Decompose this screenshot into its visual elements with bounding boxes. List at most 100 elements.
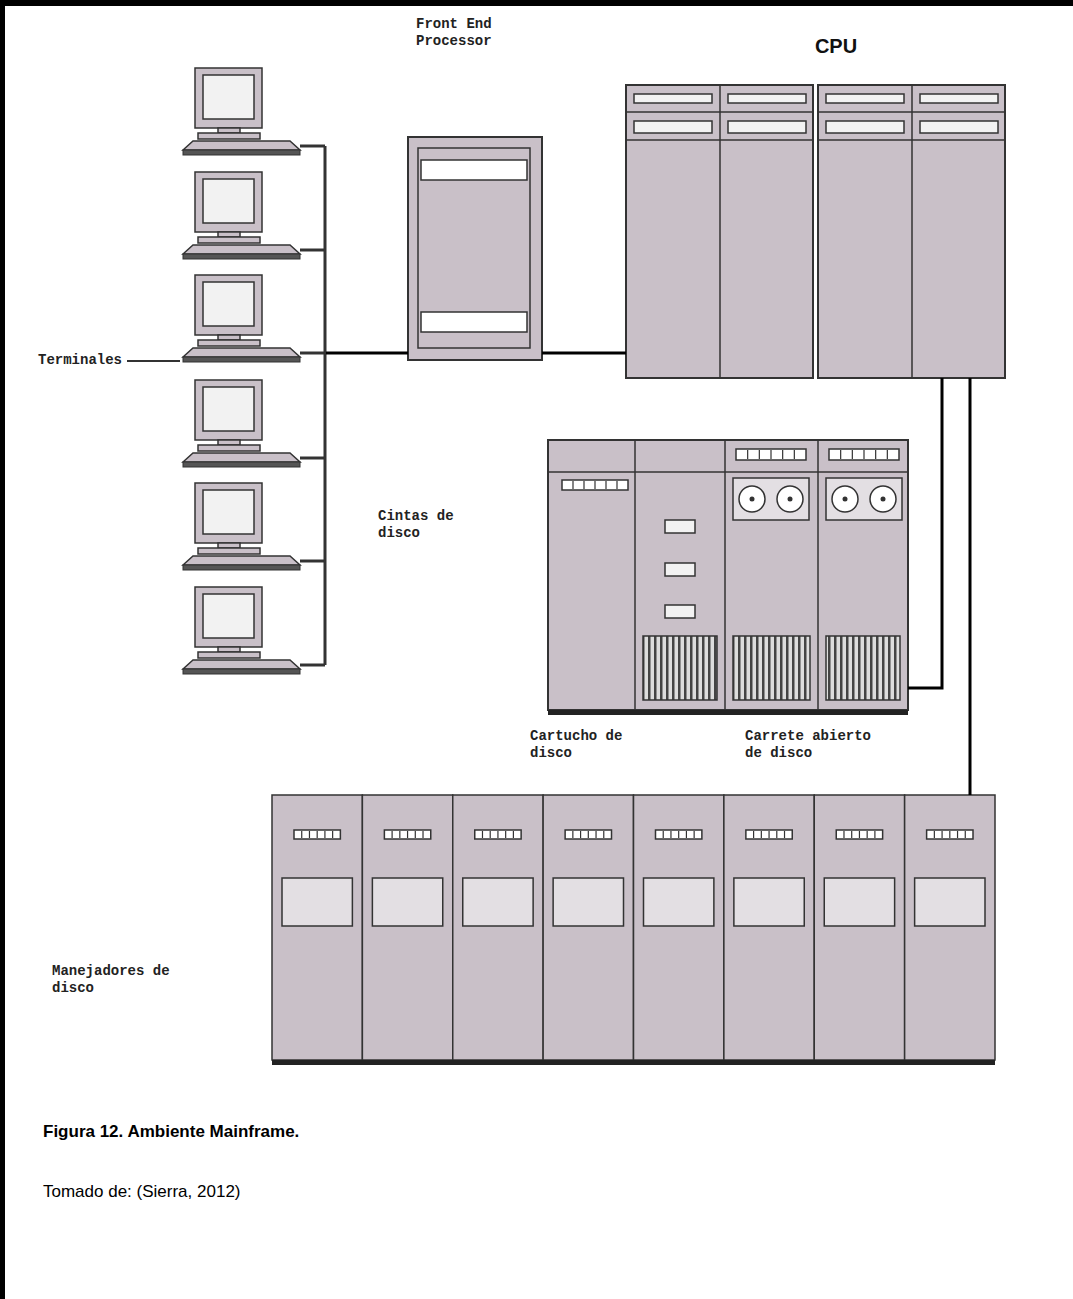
bus-stub [300, 664, 325, 667]
cpu-cabinet [818, 85, 1005, 378]
fep-slot [421, 160, 527, 180]
indicator-tick [770, 450, 771, 459]
indicator-tick [309, 831, 310, 838]
label-holder: Manejadores de disco [52, 963, 187, 997]
cable-line [908, 378, 942, 688]
indicator-tick [843, 831, 844, 838]
indicator-tick [392, 831, 393, 838]
cpu-strip [728, 94, 806, 103]
cpu-band [626, 111, 813, 113]
indicator-light [829, 449, 899, 460]
terminal-monitor [195, 275, 262, 335]
tape-divider [634, 440, 636, 710]
reel-panel [733, 478, 809, 520]
disk-panel [915, 878, 985, 926]
indicator-tick [678, 831, 679, 838]
tape-reel [870, 486, 896, 512]
terminal-monitor [195, 68, 262, 128]
terminal-base [198, 652, 260, 658]
cable-line [326, 352, 408, 355]
terminal-monitor [195, 587, 262, 647]
indicator-tick [874, 831, 875, 838]
indicator-tick [851, 831, 852, 838]
reel-panel [826, 478, 902, 520]
terminal-keyboard [183, 245, 300, 254]
indicator-tick [415, 831, 416, 838]
indicator-tick [595, 831, 596, 838]
unit-label: CPU [786, 34, 886, 58]
hardware-unit: Cintas de discoCartucho de discoCarrete … [370, 438, 908, 778]
indicator-tick [753, 831, 754, 838]
reel-hub [788, 497, 793, 502]
indicator-light [384, 830, 430, 839]
indicator-light [836, 830, 882, 839]
disk-drive [814, 795, 904, 1060]
indicator-tick [605, 481, 606, 489]
unit-label: Carrete abierto de disco [745, 728, 895, 762]
indicator-tick [583, 481, 584, 489]
cpu-strip [920, 94, 998, 103]
unit-label: Front End Processor [416, 16, 534, 50]
tape-band [548, 471, 908, 473]
disk-panel [372, 878, 442, 926]
terminal-bus [324, 146, 327, 665]
terminal-monitor [195, 380, 262, 440]
cpu-band [818, 139, 1005, 141]
unit-label: Cintas de disco [378, 508, 478, 542]
terminal-monitor [195, 483, 262, 543]
unit-label: Terminales [38, 352, 138, 369]
disk-panel [463, 878, 533, 926]
terminal-screen [203, 282, 254, 326]
indicator-tick [957, 831, 958, 838]
indicator-tick [875, 450, 876, 459]
terminal-screen [203, 75, 254, 119]
terminal-base [198, 548, 260, 554]
figure-caption: Figura 12. Ambiente Mainframe. [43, 1122, 299, 1142]
label-holder: CPU [786, 34, 886, 58]
indicator-light [656, 830, 702, 839]
tape-reel [739, 486, 765, 512]
cpu-band [818, 111, 1005, 113]
terminal-screen [203, 490, 254, 534]
label-holder: Terminales [38, 352, 138, 369]
indicator-tick [859, 831, 860, 838]
indicator-tick [863, 450, 864, 459]
disk-base [272, 1060, 995, 1065]
terminal-keyboard-front [183, 462, 300, 467]
indicator-tick [482, 831, 483, 838]
indicator-tick [580, 831, 581, 838]
indicator-tick [794, 450, 795, 459]
disk-panel [734, 878, 804, 926]
terminal-keyboard-front [183, 254, 300, 259]
indicator-tick [686, 831, 687, 838]
source-note: Tomado de: (Sierra, 2012) [43, 1182, 241, 1202]
cpu-strip [826, 121, 904, 133]
cpu-strip [634, 121, 712, 133]
terminal-keyboard-front [183, 150, 300, 155]
indicator-light [294, 830, 340, 839]
indicator-tick [934, 831, 935, 838]
indicator-tick [588, 831, 589, 838]
hardware-unit: Front End Processor [408, 10, 542, 360]
terminal-screen [203, 387, 254, 431]
indicator-tick [759, 450, 760, 459]
reel-hub [750, 497, 755, 502]
bus-stub [300, 352, 325, 355]
terminal-keyboard [183, 453, 300, 462]
indicator-tick [852, 450, 853, 459]
indicator-tick [965, 831, 966, 838]
disk-panel [824, 878, 894, 926]
disk-drive [905, 795, 995, 1060]
indicator-tick [332, 831, 333, 838]
indicator-tick [887, 450, 888, 459]
indicator-tick [761, 831, 762, 838]
indicator-tick [747, 450, 748, 459]
cpu-band [626, 139, 813, 141]
indicator-tick [497, 831, 498, 838]
tape-cabinet [548, 440, 908, 710]
tape-reel [832, 486, 858, 512]
bus-stub [300, 249, 325, 252]
disk-drive [453, 795, 543, 1060]
